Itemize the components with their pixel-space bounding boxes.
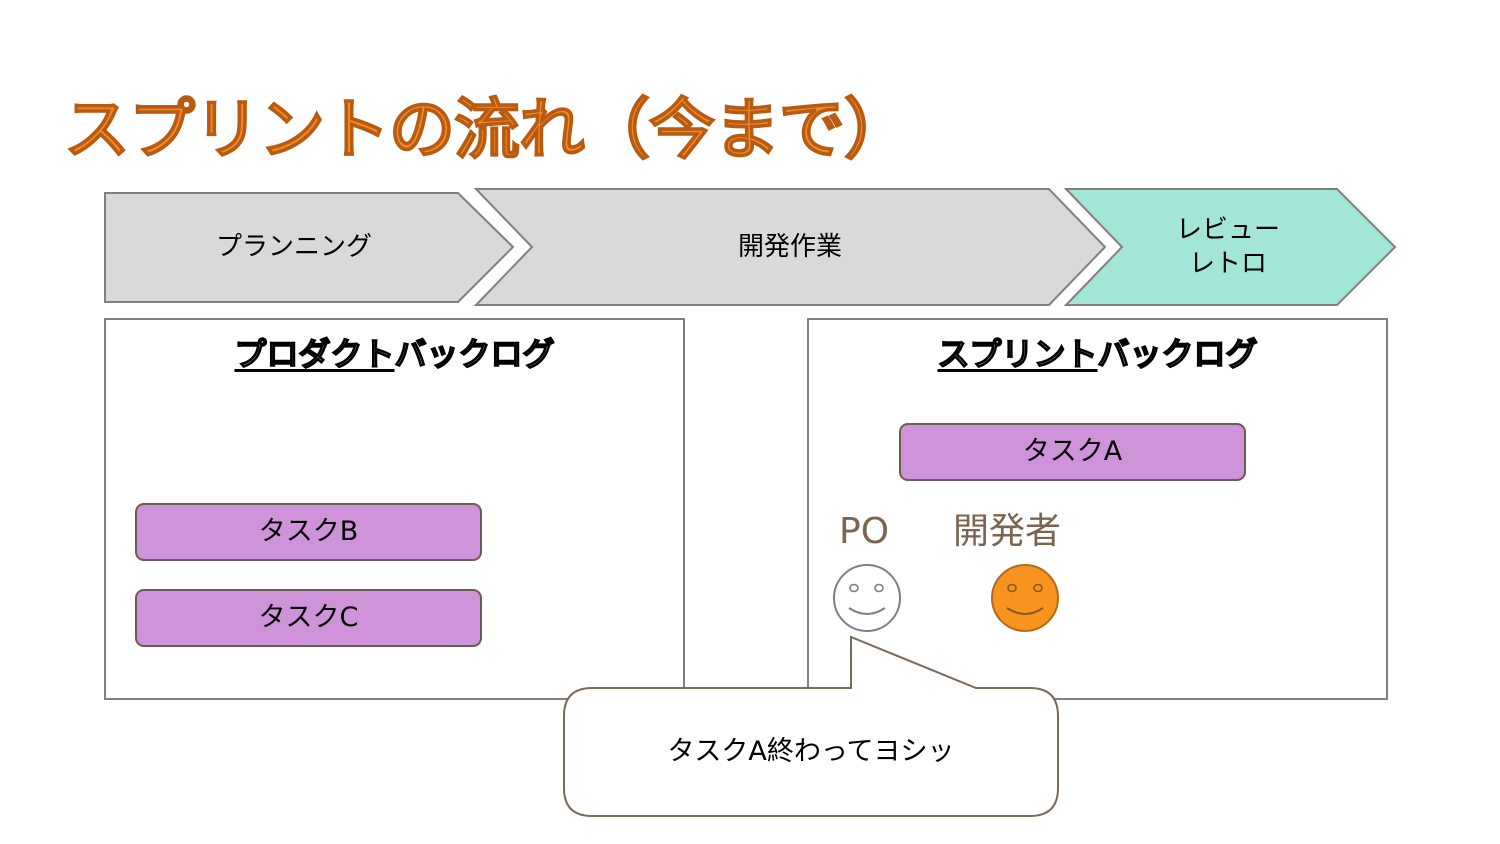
sprint-backlog-title-rest: バックログ [1097,334,1259,374]
task-card[interactable]: タスクB [135,503,482,561]
po-label: PO [839,511,890,552]
po-smiley-icon [833,564,901,632]
task-card[interactable]: タスクA [899,423,1246,481]
phase-review-label: レビュー レトロ [1110,213,1346,281]
speech-text: タスクA終わってヨシッ [667,736,955,767]
phase-review-shape [1063,188,1397,306]
phase-planning-shape [104,192,515,303]
product-backlog-title: プロダクトバックログ [106,334,683,374]
phase-planning-label: プランニング [215,232,372,262]
product-backlog-title-underlined: プロダクト [234,334,396,374]
phase-development-label: 開発作業 [737,232,842,262]
sprint-backlog-title-underlined: スプリント [937,334,1099,374]
task-card[interactable]: タスクC [135,589,482,647]
developer-smiley-icon [991,564,1059,632]
speech-bubble-shape [563,635,1059,817]
phase-review-line1: レビュー [1175,215,1280,245]
developer-label: 開発者 [953,511,1062,552]
page-title: スプリントの流れ（今まで） [63,90,911,169]
product-backlog-title-rest: バックログ [394,334,556,374]
sprint-backlog-title: スプリントバックログ [809,334,1386,374]
sprint-backlog-panel: スプリントバックログ [807,318,1388,700]
phase-development-shape [473,188,1107,306]
phase-review-line2: レトロ [1188,249,1267,279]
